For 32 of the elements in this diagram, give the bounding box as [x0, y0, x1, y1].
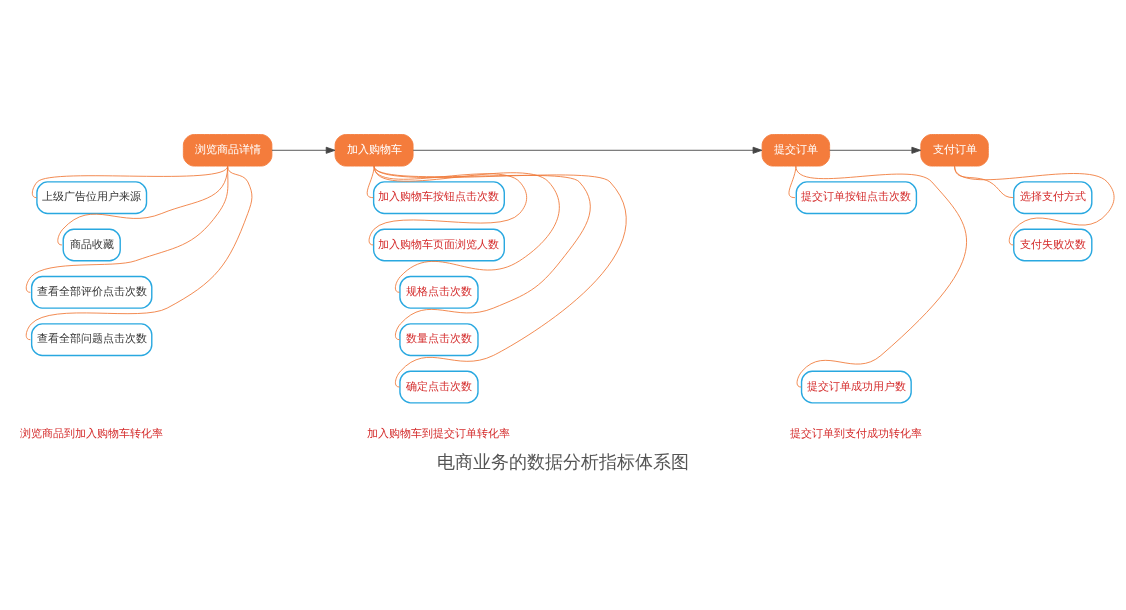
label: 提交订单到支付成功转化率 [790, 425, 923, 440]
node-box: 加入购物车页面浏览人数 [372, 228, 505, 261]
node-box: 规格点击次数 [399, 275, 479, 309]
connector [373, 165, 560, 293]
node-box: 上级广告位用户来源 [36, 180, 148, 214]
connector [31, 165, 229, 198]
node-box: 提交订单 [761, 133, 831, 166]
arrow [829, 146, 922, 154]
node-box: 提交订单成功用户数 [800, 370, 912, 404]
node-box: 选择支付方式 [1013, 180, 1093, 214]
arrow [412, 146, 763, 154]
connector [795, 165, 967, 387]
connector [368, 165, 528, 245]
node-box: 查看全部问题点击次数 [30, 322, 153, 356]
node-box: 加入购物车按钮点击次数 [372, 180, 505, 214]
node-box: 浏览商品详情 [182, 133, 273, 166]
node-box: 支付失败次数 [1013, 228, 1093, 261]
node-box: 确定点击次数 [399, 370, 479, 404]
node-box: 提交订单按钮点击次数 [795, 180, 918, 214]
node-box: 支付订单 [920, 133, 989, 166]
node-box: 查看全部评价点击次数 [30, 275, 153, 309]
caption: 电商业务的数据分析指标体系图 [437, 451, 689, 472]
node-box: 加入购物车 [334, 133, 414, 166]
arrow [271, 146, 336, 154]
label: 加入购物车到提交订单转化率 [367, 425, 511, 440]
connector [25, 165, 229, 293]
connector [373, 165, 591, 340]
node-box: 数量点击次数 [399, 322, 479, 356]
connector [954, 165, 1115, 245]
node-box: 商品收藏 [62, 228, 121, 261]
connector [366, 165, 375, 198]
label: 浏览商品到加入购物车转化率 [20, 425, 164, 440]
